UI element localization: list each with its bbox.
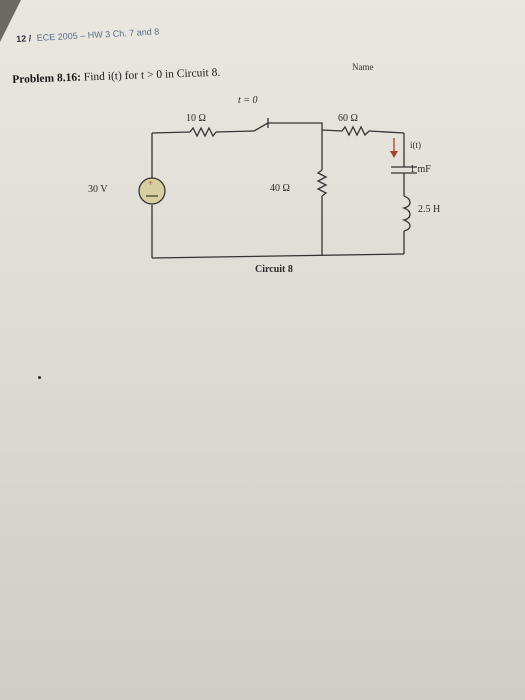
voltage-source (138, 177, 166, 205)
source-label: 30 V (88, 184, 108, 195)
resistor-60-label: 60 Ω (338, 113, 358, 124)
resistor-40-ohm (316, 169, 328, 197)
wire-bottom (151, 253, 405, 259)
capacitor-label: 1 mF (410, 164, 431, 175)
wire-top-right (321, 129, 343, 132)
resistor-40-label: 40 Ω (270, 183, 290, 194)
switch-blade (253, 122, 269, 132)
name-label: Name (352, 62, 374, 72)
current-label: i(t) (410, 140, 421, 150)
wire-top-left (151, 131, 191, 134)
source-plus-sign: + (148, 178, 154, 188)
current-arrowhead (390, 151, 398, 158)
resistor-10-label: 10 Ω (186, 113, 206, 124)
wire-top-mid (215, 130, 255, 133)
inductor-label: 2.5 H (418, 204, 441, 215)
circuit-caption: Circuit 8 (255, 264, 293, 275)
resistor-60-ohm (341, 125, 370, 137)
switch-time-label: t = 0 (238, 95, 258, 106)
resistor-10-ohm (189, 126, 217, 138)
inductor-1mh (401, 195, 411, 232)
switch-contact (267, 118, 323, 130)
stray-mark (38, 376, 41, 379)
wire-top-far-right (368, 130, 405, 134)
